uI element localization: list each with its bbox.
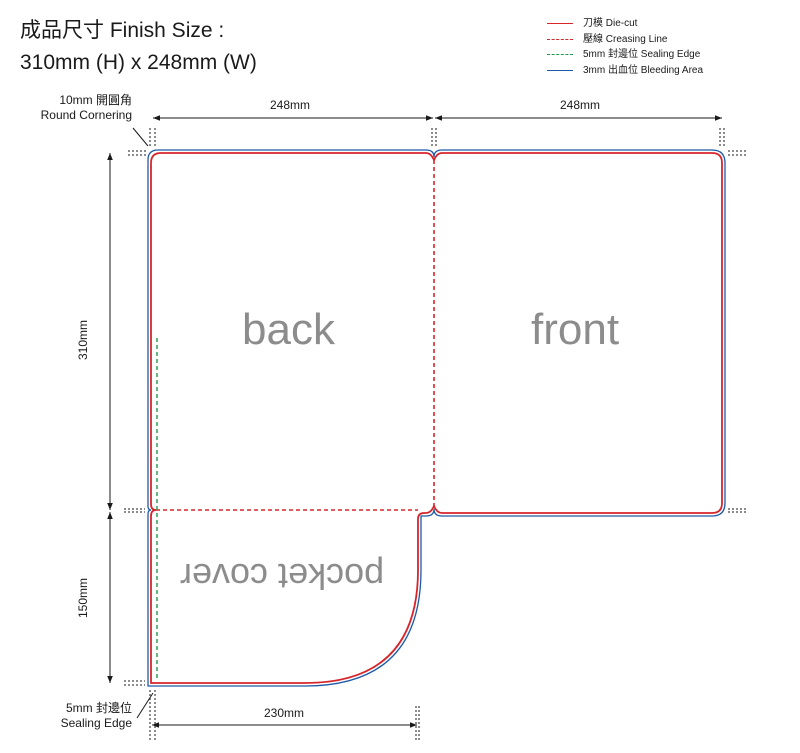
panel-label-back: back bbox=[242, 305, 335, 354]
round-cornering-note: 10mm 開圓角 Round Cornering bbox=[14, 93, 132, 123]
legend-swatch-bleeding bbox=[547, 69, 573, 71]
title-line-1: 成品尺寸 Finish Size : bbox=[20, 19, 225, 42]
legend: 刀模 Die-cut 壓線 Creasing Line 5mm 封邊位 Seal… bbox=[547, 16, 703, 78]
legend-label: 5mm 封邊位 Sealing Edge bbox=[583, 49, 701, 60]
legend-item-sealing-edge: 5mm 封邊位 Sealing Edge bbox=[547, 47, 703, 63]
legend-label: 壓線 Creasing Line bbox=[583, 33, 668, 45]
die-cut-outline bbox=[150, 152, 723, 684]
legend-swatch-creasing bbox=[547, 38, 573, 40]
sealing-edge-leader bbox=[136, 692, 154, 719]
legend-swatch-die-cut bbox=[547, 23, 573, 25]
legend-label: 刀模 Die-cut bbox=[583, 18, 638, 29]
dim-label-top-right: 248mm bbox=[560, 98, 601, 112]
round-cornering-note-en: Round Cornering bbox=[40, 108, 132, 122]
panel-label-pocket-cover: pocket cover bbox=[180, 556, 385, 597]
round-cornering-leader bbox=[132, 127, 149, 147]
dim-label-top-left: 248mm bbox=[270, 98, 311, 112]
sealing-edge-note-zh: 5mm 封邊位 bbox=[65, 701, 132, 715]
sealing-edge-note: 5mm 封邊位 Sealing Edge bbox=[14, 701, 132, 731]
dim-label-main-height: 310mm bbox=[76, 319, 91, 361]
bleed-outline bbox=[147, 149, 726, 687]
title-line-2: 310mm (H) x 248mm (W) bbox=[20, 51, 257, 74]
legend-item-bleeding-area: 3mm 出血位 Bleeding Area bbox=[547, 63, 703, 79]
legend-item-die-cut: 刀模 Die-cut bbox=[547, 16, 703, 32]
crop-marks bbox=[124, 128, 746, 740]
legend-item-creasing-line: 壓線 Creasing Line bbox=[547, 32, 703, 48]
legend-label: 3mm 出血位 Bleeding Area bbox=[583, 64, 704, 76]
round-cornering-note-zh: 10mm 開圓角 bbox=[59, 93, 132, 107]
dim-label-pocket-height: 150mm bbox=[76, 577, 91, 619]
panel-label-front: front bbox=[531, 305, 620, 354]
sealing-edge-note-en: Sealing Edge bbox=[60, 716, 132, 730]
legend-swatch-sealing bbox=[547, 54, 573, 56]
dim-label-pocket-width: 230mm bbox=[264, 706, 305, 720]
